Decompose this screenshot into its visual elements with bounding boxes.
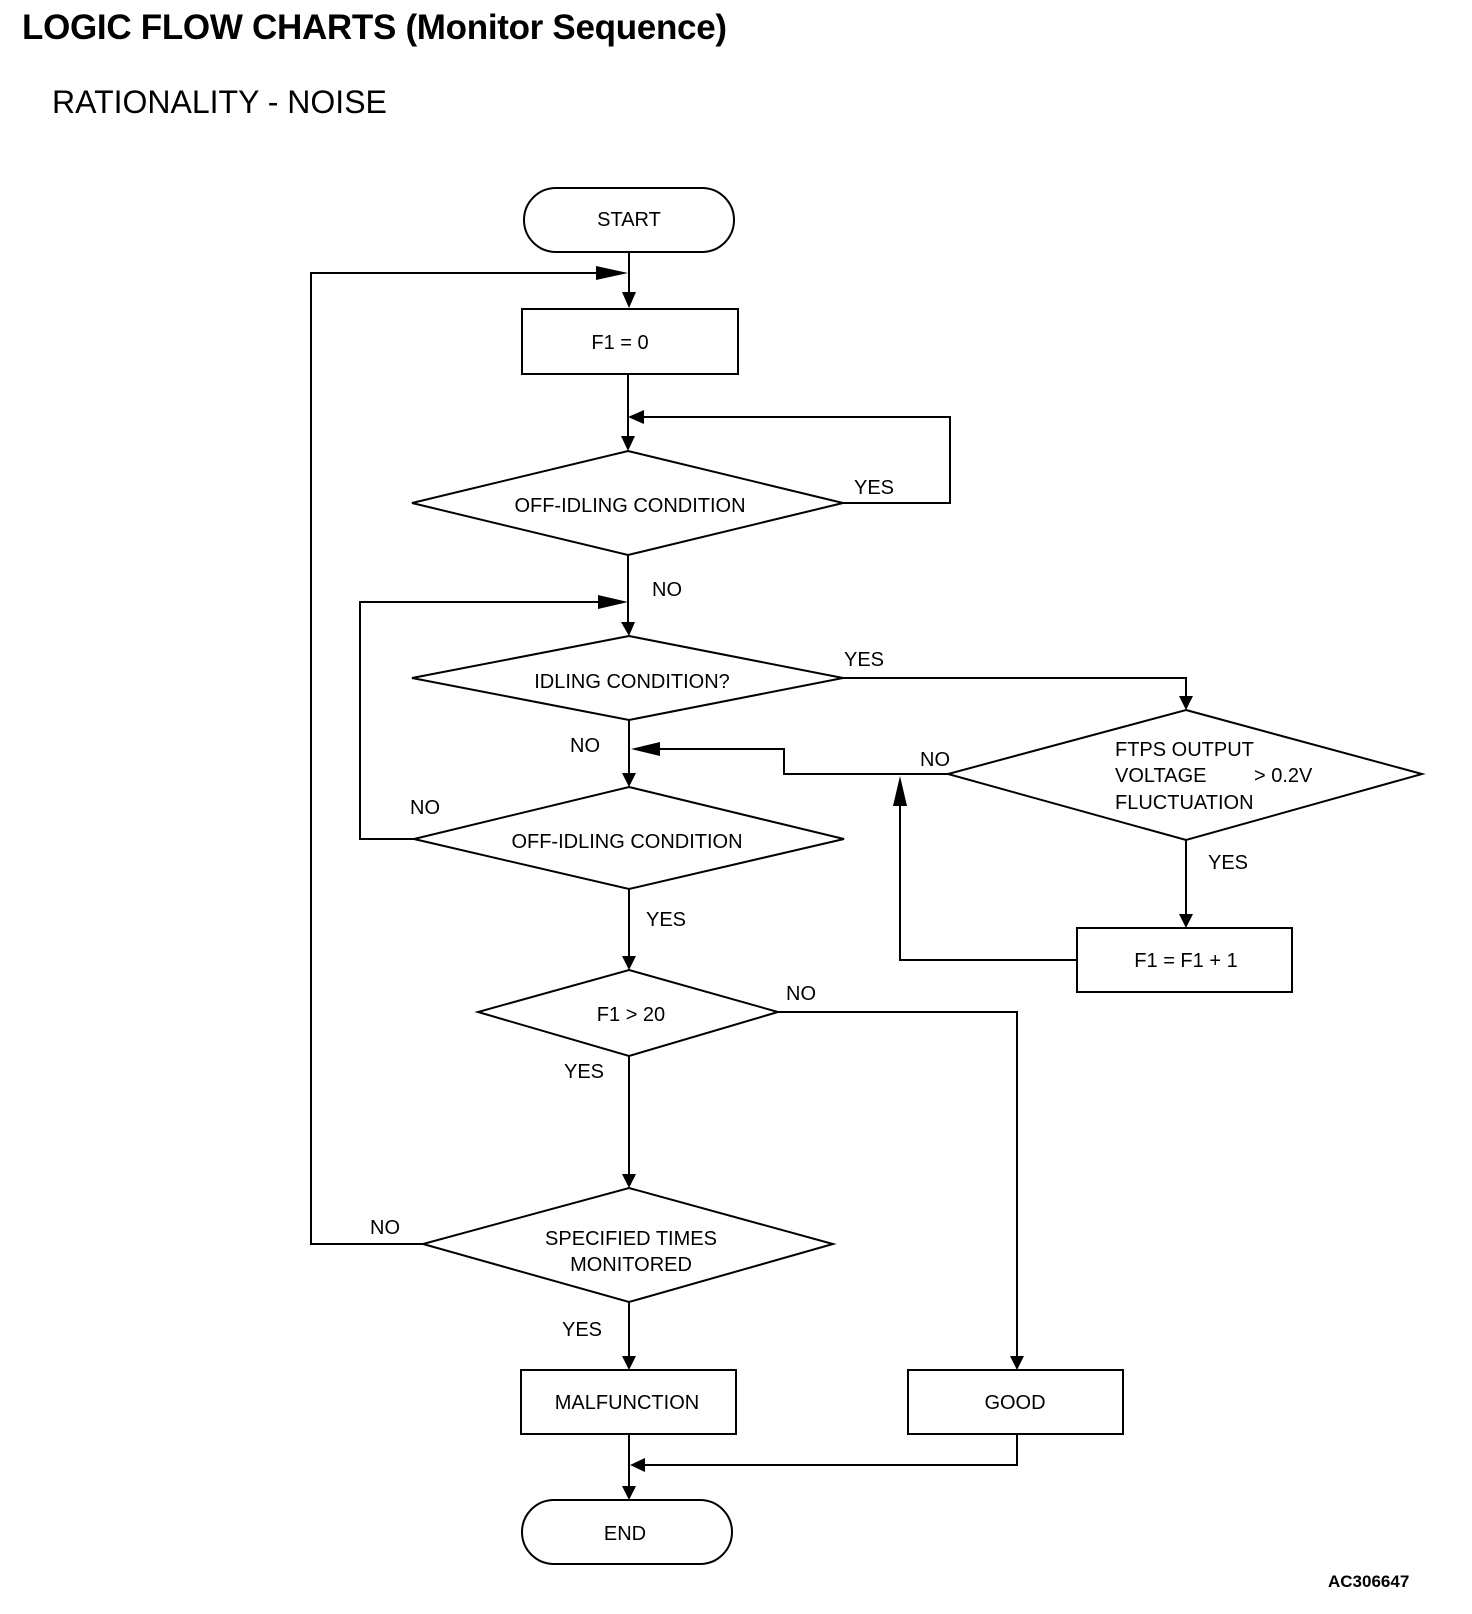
edge-label-idling-no: NO xyxy=(570,735,600,757)
arrowhead-ftps-no xyxy=(631,742,660,756)
arrowhead-ftps xyxy=(1179,696,1193,710)
connector-offidling1-yes-loop xyxy=(644,416,951,504)
arrowhead-malfunction xyxy=(622,1356,636,1370)
arrowhead-increment xyxy=(1179,914,1193,928)
page-title: LOGIC FLOW CHARTS (Monitor Sequence) xyxy=(22,8,727,47)
arrowhead-good-join xyxy=(630,1458,645,1472)
edge-label-offidling1-yes: YES xyxy=(854,477,894,499)
malfunction-box xyxy=(520,1369,737,1435)
edge-label-compare-no: NO xyxy=(786,983,816,1005)
edge-label-offidling2-yes: YES xyxy=(646,909,686,931)
page-subtitle: RATIONALITY - NOISE xyxy=(52,84,387,120)
edge-label-specified-yes: YES xyxy=(562,1319,602,1341)
edge-label-idling-yes: YES xyxy=(844,649,884,671)
edge-label-specified-no: NO xyxy=(370,1217,400,1239)
f1-increment-label: F1 = F1 + 1 xyxy=(1134,950,1237,972)
malfunction-label: MALFUNCTION xyxy=(555,1392,699,1414)
end-label: END xyxy=(604,1523,646,1545)
arrowhead-specified-no xyxy=(596,266,628,280)
connector-idling-yes xyxy=(843,677,1187,696)
figure-id: AC306647 xyxy=(1328,1572,1410,1591)
arrowhead-compare xyxy=(622,956,636,970)
connector-good-to-end xyxy=(645,1434,1018,1466)
ftps-label-line1: FTPS OUTPUT xyxy=(1115,739,1254,761)
arrowhead-offidling2-no xyxy=(598,595,628,609)
ftps-label-line2a: VOLTAGE xyxy=(1115,765,1207,787)
connector-ftps-no xyxy=(660,748,948,775)
f1-reset-label: F1 = 0 xyxy=(591,332,648,354)
connector-offidling2-no-loop xyxy=(359,601,601,840)
connector-specified-no-loop xyxy=(310,272,598,1245)
idling-label: IDLING CONDITION? xyxy=(534,671,730,693)
arrowhead-reset xyxy=(622,292,636,308)
f1-compare-label: F1 > 20 xyxy=(597,1004,665,1026)
f1-reset-box xyxy=(521,308,739,375)
arrowhead-good xyxy=(1010,1356,1024,1370)
edge-label-ftps-no: NO xyxy=(920,749,950,771)
arrowhead-increment-return xyxy=(893,776,907,806)
start-label: START xyxy=(597,209,661,231)
good-box xyxy=(907,1369,1124,1435)
end-terminal xyxy=(521,1499,733,1565)
specified-label-line2: MONITORED xyxy=(570,1254,692,1276)
connector-compare-no xyxy=(778,1011,1018,1356)
arrowhead-offidling1-yes xyxy=(628,410,644,424)
ftps-label-line3: FLUCTUATION xyxy=(1115,792,1254,814)
edge-label-offidling2-no: NO xyxy=(410,797,440,819)
edge-label-ftps-yes: YES xyxy=(1208,852,1248,874)
ftps-label-line2b: > 0.2V xyxy=(1254,765,1313,787)
specified-label-line1: SPECIFIED TIMES xyxy=(545,1228,717,1250)
arrowhead-idling xyxy=(621,622,635,636)
connector-increment-return xyxy=(899,792,1077,961)
good-label: GOOD xyxy=(984,1392,1045,1414)
off-idling-1-label: OFF-IDLING CONDITION xyxy=(514,495,745,517)
arrowhead-offidling1 xyxy=(621,436,635,451)
arrowhead-specified xyxy=(622,1174,636,1188)
arrowhead-end xyxy=(622,1486,636,1500)
off-idling-2-label: OFF-IDLING CONDITION xyxy=(511,831,742,853)
arrowhead-offidling2 xyxy=(622,773,636,787)
edge-label-compare-yes: YES xyxy=(564,1061,604,1083)
edge-label-offidling1-no: NO xyxy=(652,579,682,601)
